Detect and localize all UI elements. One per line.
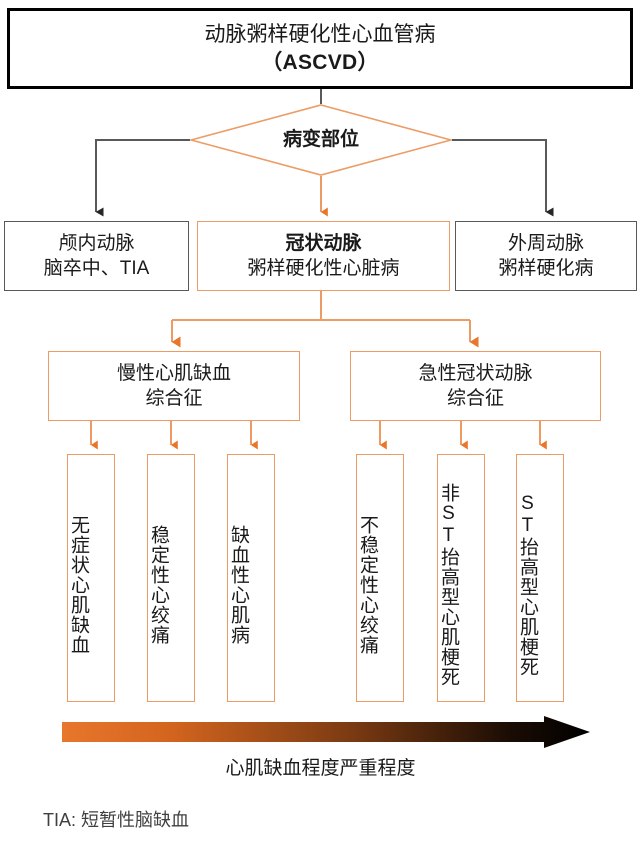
silent-label: 无症状心肌缺血 bbox=[67, 515, 89, 655]
nstemi-label: 非ST抬高型心肌梗死 bbox=[437, 483, 459, 687]
node-ischemic-cardiomyopathy: 缺血性心肌病 bbox=[227, 454, 275, 702]
node-nstemi: 非ST抬高型心肌梗死 bbox=[437, 454, 485, 702]
connector-chronic-to-leaves bbox=[90, 421, 258, 450]
peripheral-line1: 外周动脉 bbox=[507, 232, 584, 254]
ischemic-label: 缺血性心肌病 bbox=[227, 525, 249, 645]
node-stemi: ST抬高型心肌梗死 bbox=[516, 454, 564, 702]
peripheral-line2: 粥样硬化病 bbox=[498, 258, 594, 279]
node-chronic-ischemia-syndrome: 慢性心肌缺血 综合征 bbox=[48, 351, 300, 421]
node-acute-coronary-syndrome: 急性冠状动脉 综合征 bbox=[350, 351, 601, 421]
stemi-label: ST抬高型心肌梗死 bbox=[516, 493, 538, 677]
decision-diamond: 病变部位 bbox=[190, 104, 452, 176]
acute-line2: 综合征 bbox=[446, 388, 504, 409]
root-title-line2: （ASCVD） bbox=[261, 50, 379, 74]
node-unstable-angina: 不稳定性心绞痛 bbox=[356, 454, 404, 702]
node-silent-myocardial-ischemia: 无症状心肌缺血 bbox=[67, 454, 115, 702]
unstable-label: 不稳定性心绞痛 bbox=[356, 515, 378, 655]
severity-gradient-arrow bbox=[62, 716, 590, 748]
severity-caption: 心肌缺血程度严重程度 bbox=[225, 758, 416, 779]
decision-label: 病变部位 bbox=[282, 129, 359, 151]
connector-decision-to-cerebral bbox=[95, 139, 190, 217]
stable-label: 稳定性心绞痛 bbox=[147, 525, 169, 645]
node-coronary-artery: 冠状动脉 粥样硬化性心脏病 bbox=[197, 221, 450, 291]
root-title-line1: 动脉粥样硬化性心血管病 bbox=[204, 22, 436, 46]
chronic-line1: 慢性心肌缺血 bbox=[116, 362, 231, 384]
footnote-tia: TIA: 短暂性脑缺血 bbox=[43, 810, 190, 830]
chronic-line2: 综合征 bbox=[145, 388, 203, 409]
connector-acute-to-leaves bbox=[379, 421, 547, 450]
diamond-shape bbox=[190, 104, 452, 176]
root-title-box: 动脉粥样硬化性心血管病 （ASCVD） bbox=[7, 8, 633, 89]
node-stable-angina: 稳定性心绞痛 bbox=[147, 454, 195, 702]
connector-coronary-to-syndromes bbox=[171, 291, 479, 348]
node-peripheral-artery: 外周动脉 粥样硬化病 bbox=[455, 221, 637, 291]
node-cerebral-artery: 颅内动脉 脑卒中、TIA bbox=[4, 221, 189, 291]
cerebral-line2: 脑卒中、TIA bbox=[43, 258, 150, 279]
cerebral-line1: 颅内动脉 bbox=[58, 232, 135, 254]
coronary-line1: 冠状动脉 bbox=[285, 232, 362, 254]
connector-decision-to-peripheral bbox=[452, 139, 554, 217]
acute-line1: 急性冠状动脉 bbox=[418, 362, 533, 384]
coronary-line2: 粥样硬化性心脏病 bbox=[247, 258, 400, 279]
